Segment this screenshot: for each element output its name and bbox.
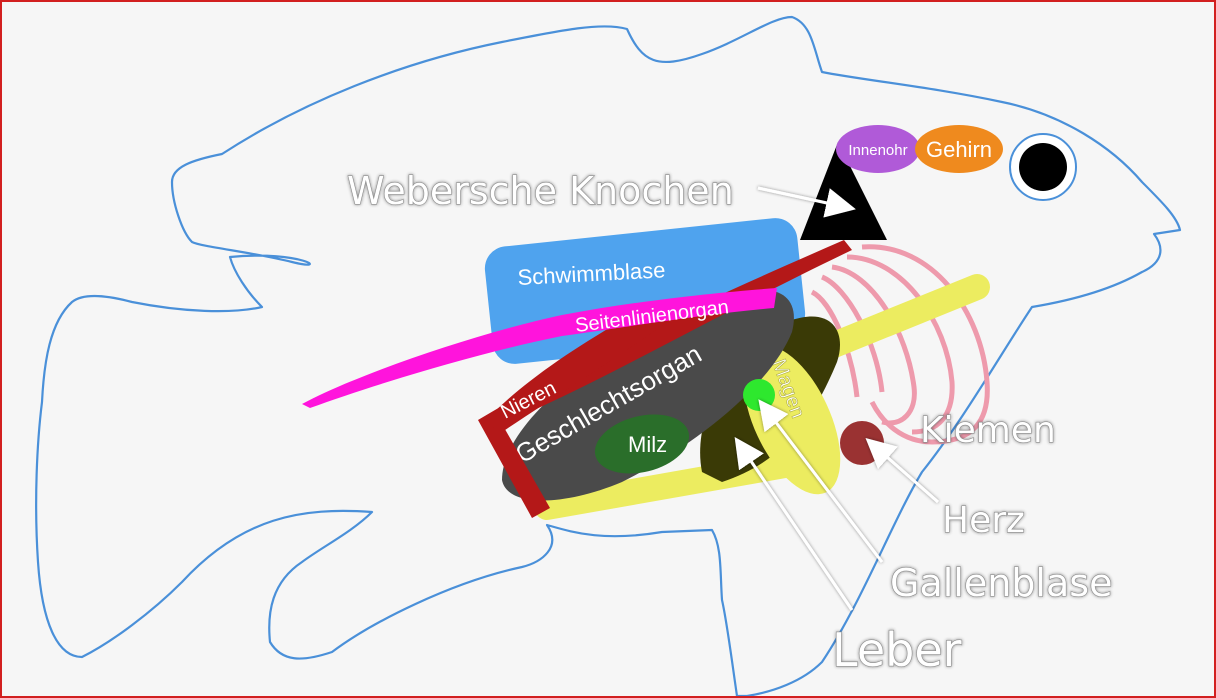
fish-outline (35, 15, 1182, 696)
milz-shape (594, 414, 690, 474)
gallenblase-arrow (758, 399, 884, 563)
innenohr-label: Innenohr (848, 142, 907, 159)
gallenblase-shape (743, 379, 775, 411)
gehirn-label: Gehirn (926, 137, 992, 162)
eye-pupil (1019, 143, 1067, 191)
kiemen-label: Kiemen (920, 410, 1056, 451)
milz-label: Milz (628, 432, 667, 457)
herz-arrow (865, 438, 939, 504)
webersche-knochen-label: Webersche Knochen (347, 169, 734, 213)
pointer-arrows (734, 186, 939, 611)
gallenblase-label: Gallenblase (890, 561, 1112, 605)
innenohr-shape (836, 125, 920, 173)
herz-shape (840, 421, 884, 465)
leber-arrow (734, 437, 854, 611)
nieren-body (484, 297, 702, 432)
herz-label: Herz (942, 500, 1025, 541)
webersche-knochen-arrow (757, 186, 856, 218)
leber-label: Leber (832, 623, 962, 677)
gehirn-shape (915, 125, 1003, 173)
geschlechtsorgan-shape (502, 289, 794, 501)
seitenlinienorgan-shape (302, 288, 777, 408)
